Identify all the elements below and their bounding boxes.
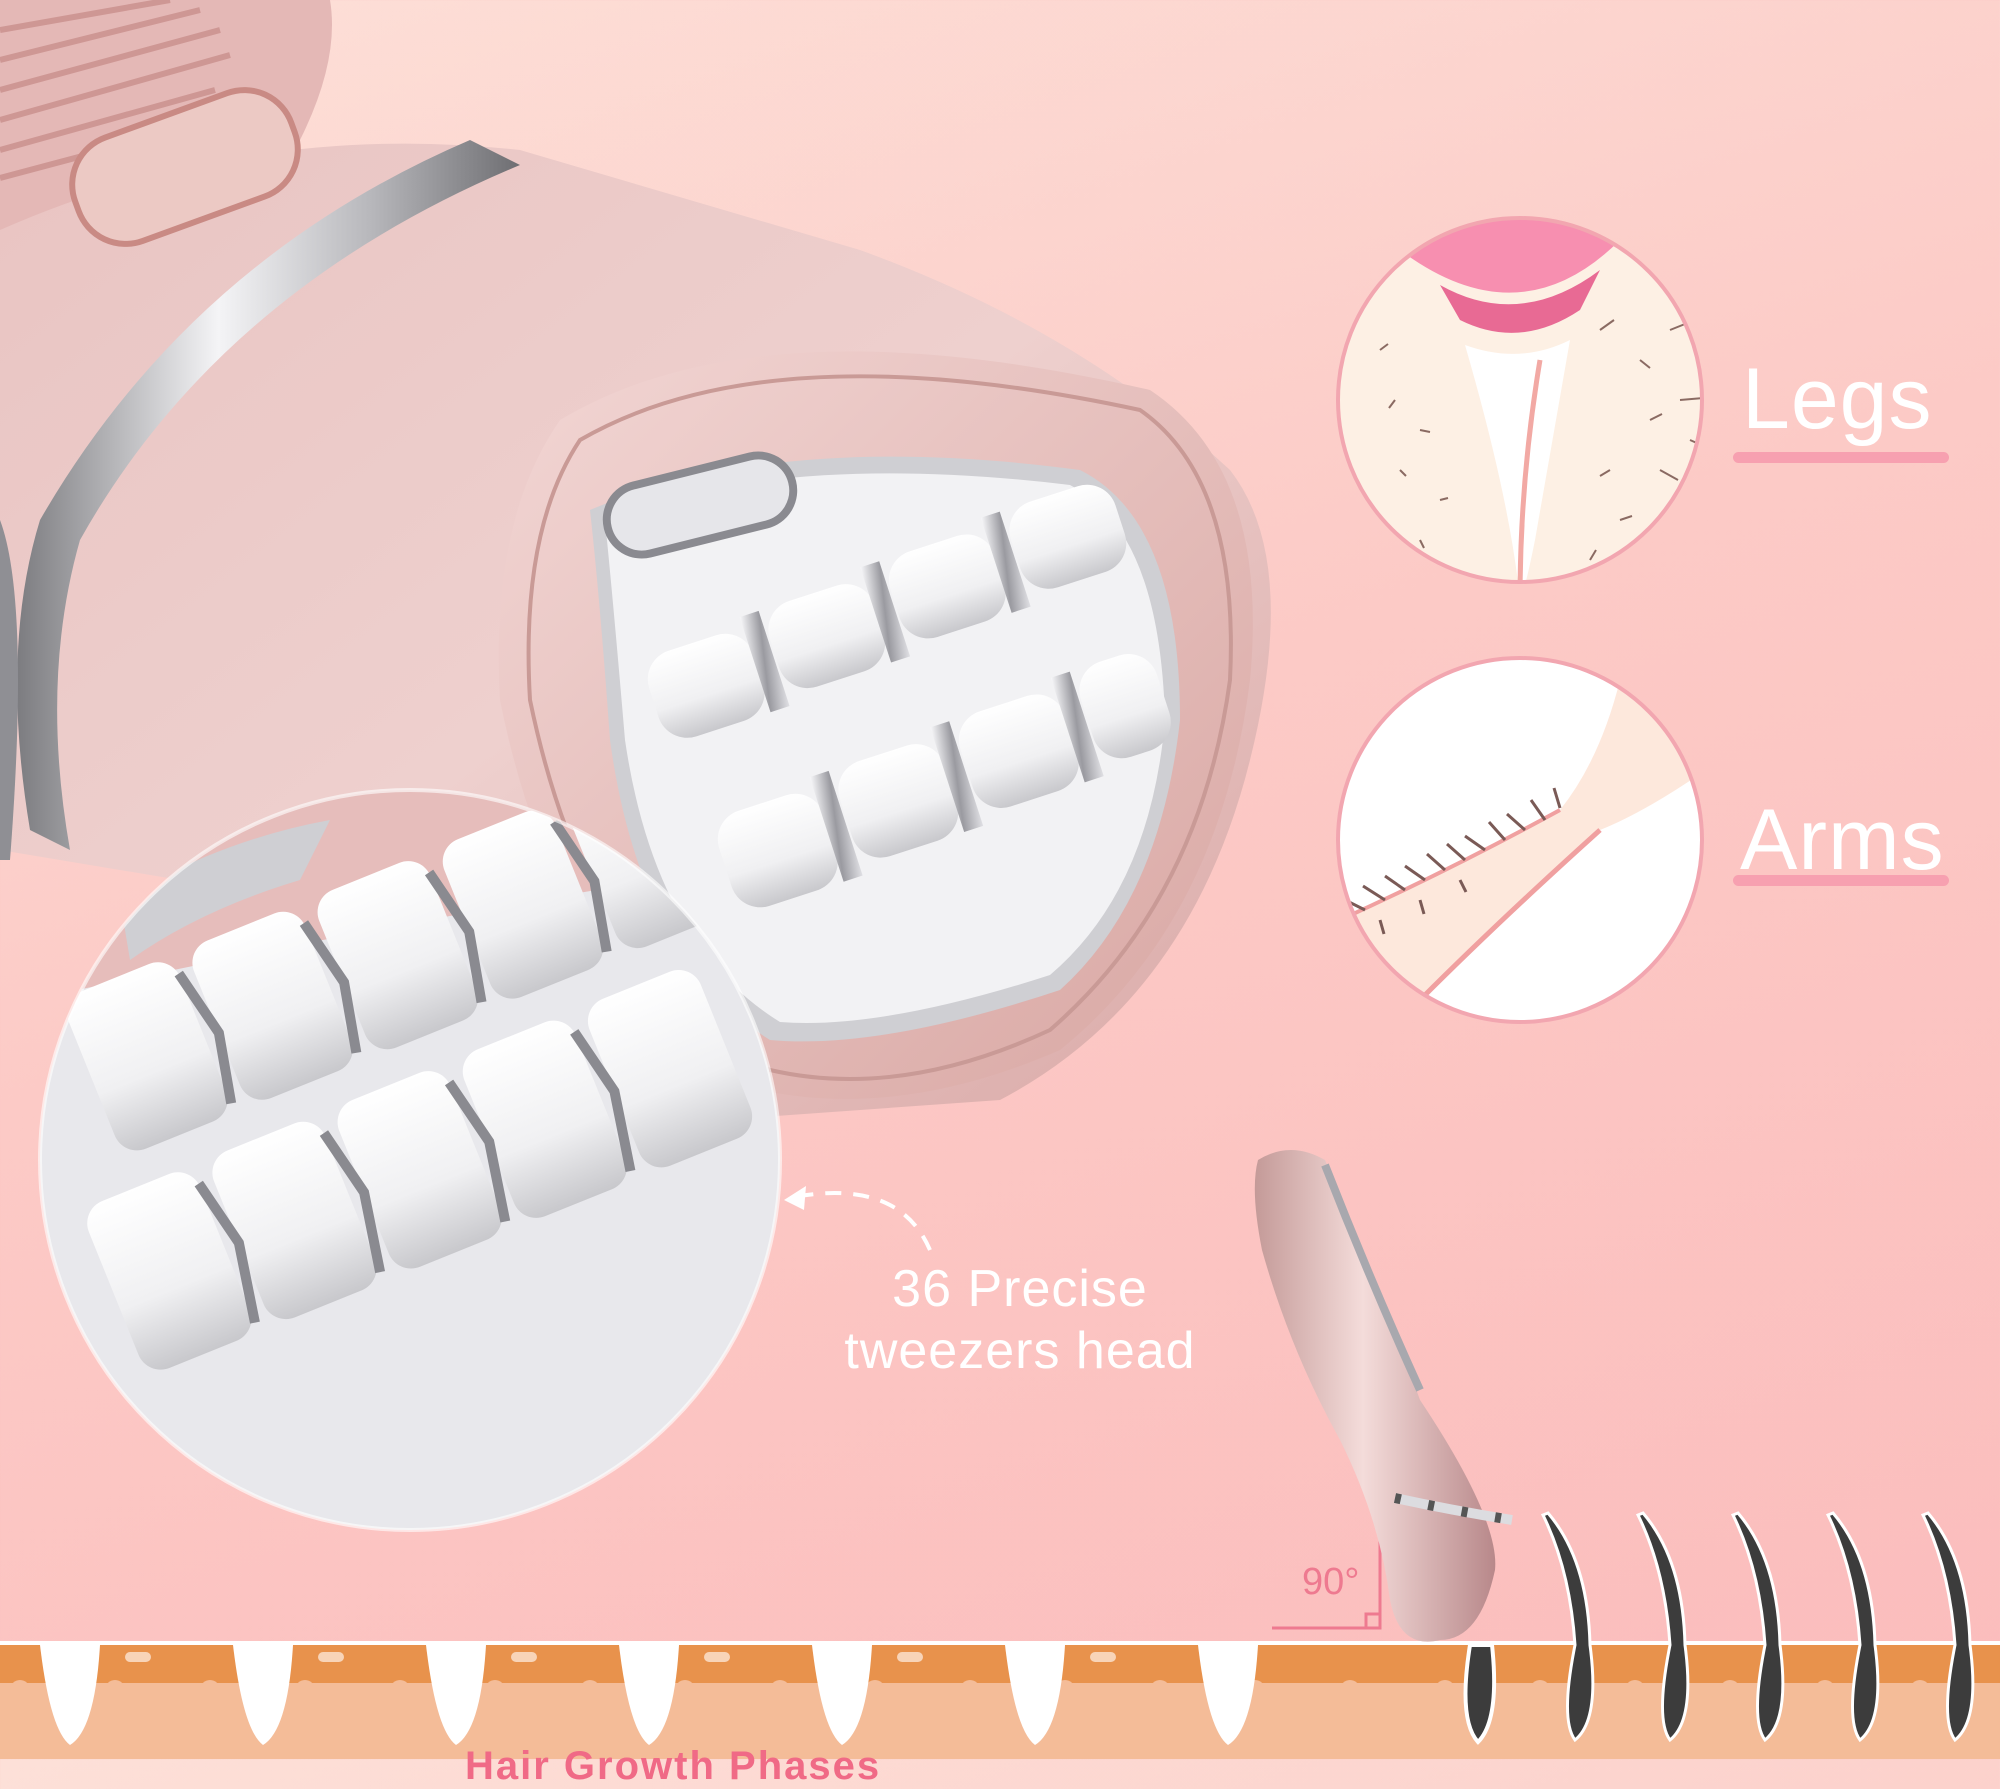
feature-label-arms: Arms [1740,792,1945,888]
callout-line-1: 36 Precise [892,1260,1148,1318]
angle-label: 90° [1302,1561,1360,1603]
callout-line-2: tweezers head [844,1322,1196,1380]
arms-underline [1733,875,1949,886]
bottom-text-partial: Hair Growth Phases [465,1744,882,1788]
feature-label-legs: Legs [1742,351,1933,447]
dashed-curved-arrow-icon [799,1191,932,1251]
tweezers-zoom-circle [40,790,780,1530]
tweezers-callout: 36 Precise tweezers head [810,1258,1230,1382]
legs-underline [1733,452,1949,463]
